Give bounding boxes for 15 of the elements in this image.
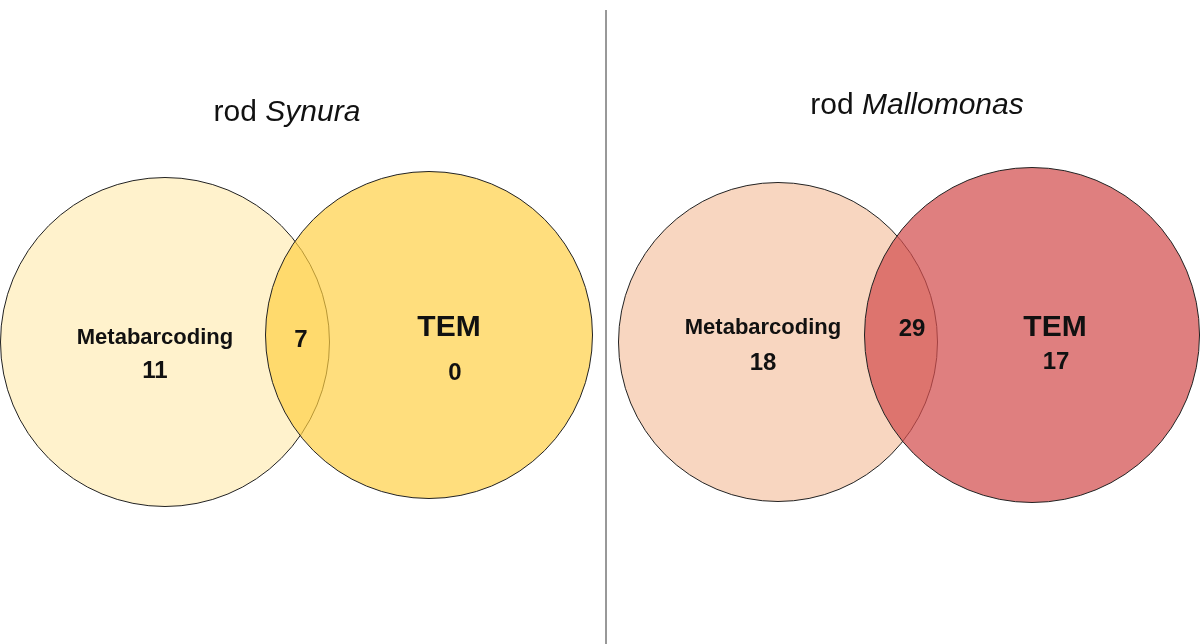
count-label: 18 <box>749 348 777 376</box>
panel-heading: rod Mallomonas <box>810 87 1024 121</box>
venn-circle <box>864 167 1200 503</box>
overlap-count: 29 <box>898 314 926 342</box>
venn-circle <box>0 177 330 507</box>
set-label: TEM <box>1023 309 1087 343</box>
set-label: Metabarcoding <box>76 324 234 350</box>
count-label: 11 <box>142 356 168 384</box>
panel-heading: rod Synura <box>213 94 361 128</box>
venn-circle <box>265 171 593 499</box>
set-label: Metabarcoding <box>684 314 842 340</box>
count-label: 0 <box>448 358 462 386</box>
set-label: TEM <box>417 309 481 343</box>
count-label: 17 <box>1042 347 1070 375</box>
overlap-count: 7 <box>294 325 308 353</box>
